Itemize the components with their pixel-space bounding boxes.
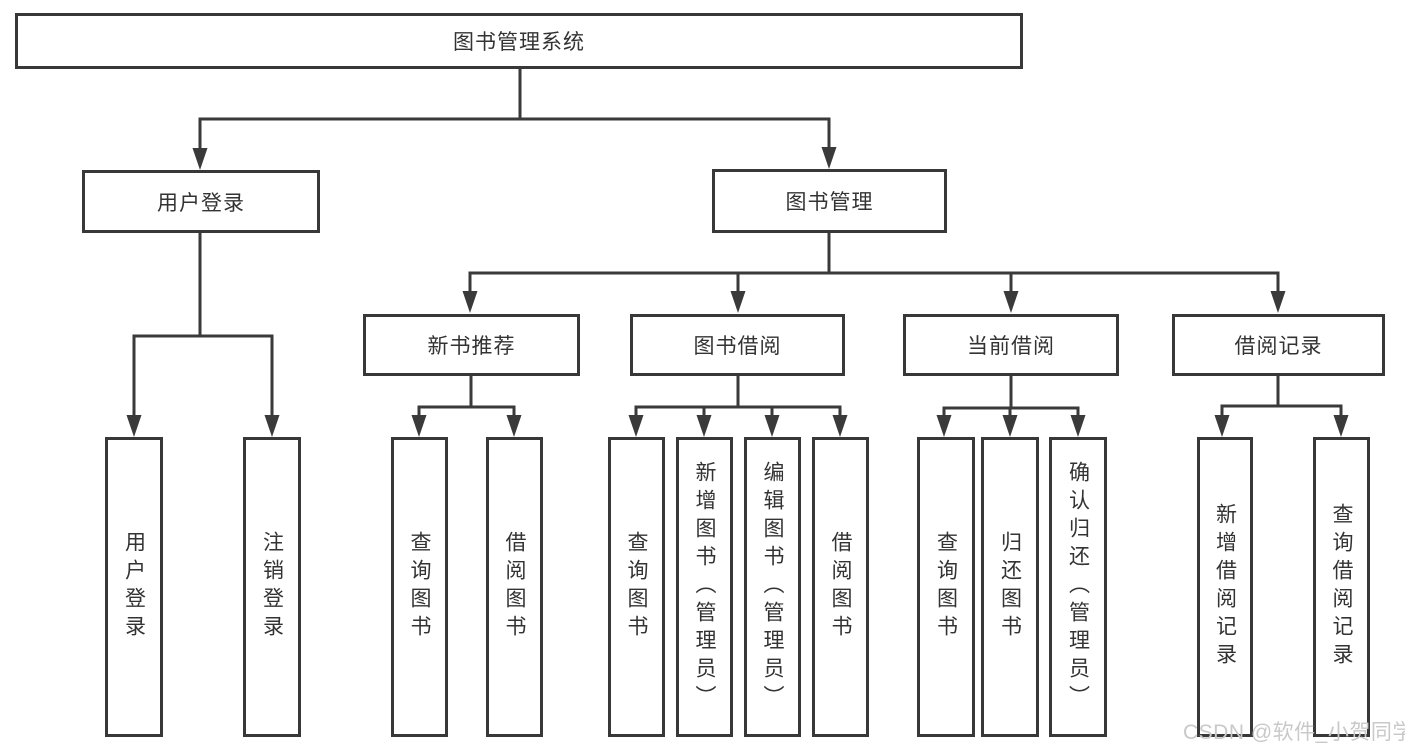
arrow-down-icon [192,148,208,170]
leaf-query-book-1: 查询图书 [391,437,448,737]
leaf-query-book-2-label: 查询图书 [625,531,648,643]
node-book-management: 图书管理 [712,169,947,233]
leaf-query-borrow-record-label: 查询借阅记录 [1330,503,1353,671]
leaf-query-book-1-label: 查询图书 [408,531,431,643]
leaf-add-book-admin: 新增图书（管理员） [676,437,733,737]
node-library-management-system: 图书管理系统 [15,13,1023,69]
leaf-return-book: 归还图书 [981,437,1039,737]
leaf-borrow-book-2: 借阅图书 [812,437,869,737]
leaf-query-book-3-label: 查询图书 [934,531,958,643]
leaf-query-borrow-record: 查询借阅记录 [1313,437,1370,737]
arrow-down-icon [411,415,427,437]
leaf-query-book-2: 查询图书 [608,437,665,737]
arrow-down-icon [730,291,746,313]
arrow-down-icon [506,415,522,437]
arrow-down-icon [1002,415,1018,437]
arrow-down-icon [1003,291,1019,313]
arrow-down-icon [462,291,478,313]
arrow-down-icon [628,415,644,437]
node-new-book-recommend: 新书推荐 [363,314,580,376]
leaf-edit-book-admin: 编辑图书（管理员） [744,437,801,737]
leaf-logout-label: 注销登录 [260,531,284,643]
arrow-down-icon [126,415,142,437]
leaf-borrow-book-2-label: 借阅图书 [829,531,852,643]
leaf-borrow-book-1-label: 借阅图书 [503,531,526,643]
leaf-borrow-book-1: 借阅图书 [486,437,543,737]
arrow-down-icon [832,415,848,437]
leaf-confirm-return-admin: 确认归还（管理员） [1049,437,1107,737]
node-current-borrow: 当前借阅 [903,314,1119,376]
arrow-down-icon [764,415,780,437]
leaf-query-book-3: 查询图书 [917,437,975,737]
leaf-return-book-label: 归还图书 [998,531,1022,643]
leaf-add-borrow-record-label: 新增借阅记录 [1213,503,1237,671]
leaf-logout: 注销登录 [243,437,301,737]
watermark: CSDN @软件_小贺同学 [1183,721,1405,744]
leaf-add-borrow-record: 新增借阅记录 [1197,437,1253,737]
node-borrow-records: 借阅记录 [1172,314,1385,376]
arrow-down-icon [1270,291,1286,313]
leaf-edit-book-admin-label: 编辑图书（管理员） [761,461,784,713]
leaf-user-login: 用户登录 [105,437,163,737]
leaf-add-book-admin-label: 新增图书（管理员） [693,461,716,713]
arrow-down-icon [696,415,712,437]
arrow-down-icon [821,147,837,169]
arrow-down-icon [1333,415,1349,437]
node-book-borrow: 图书借阅 [630,314,845,376]
arrow-down-icon [936,415,952,437]
leaf-user-login-label: 用户登录 [122,531,146,643]
arrow-down-icon [264,415,280,437]
node-user-login: 用户登录 [82,170,320,233]
arrow-down-icon [1214,415,1230,437]
arrow-down-icon [1070,415,1086,437]
leaf-confirm-return-admin-label: 确认归还（管理员） [1066,461,1090,713]
